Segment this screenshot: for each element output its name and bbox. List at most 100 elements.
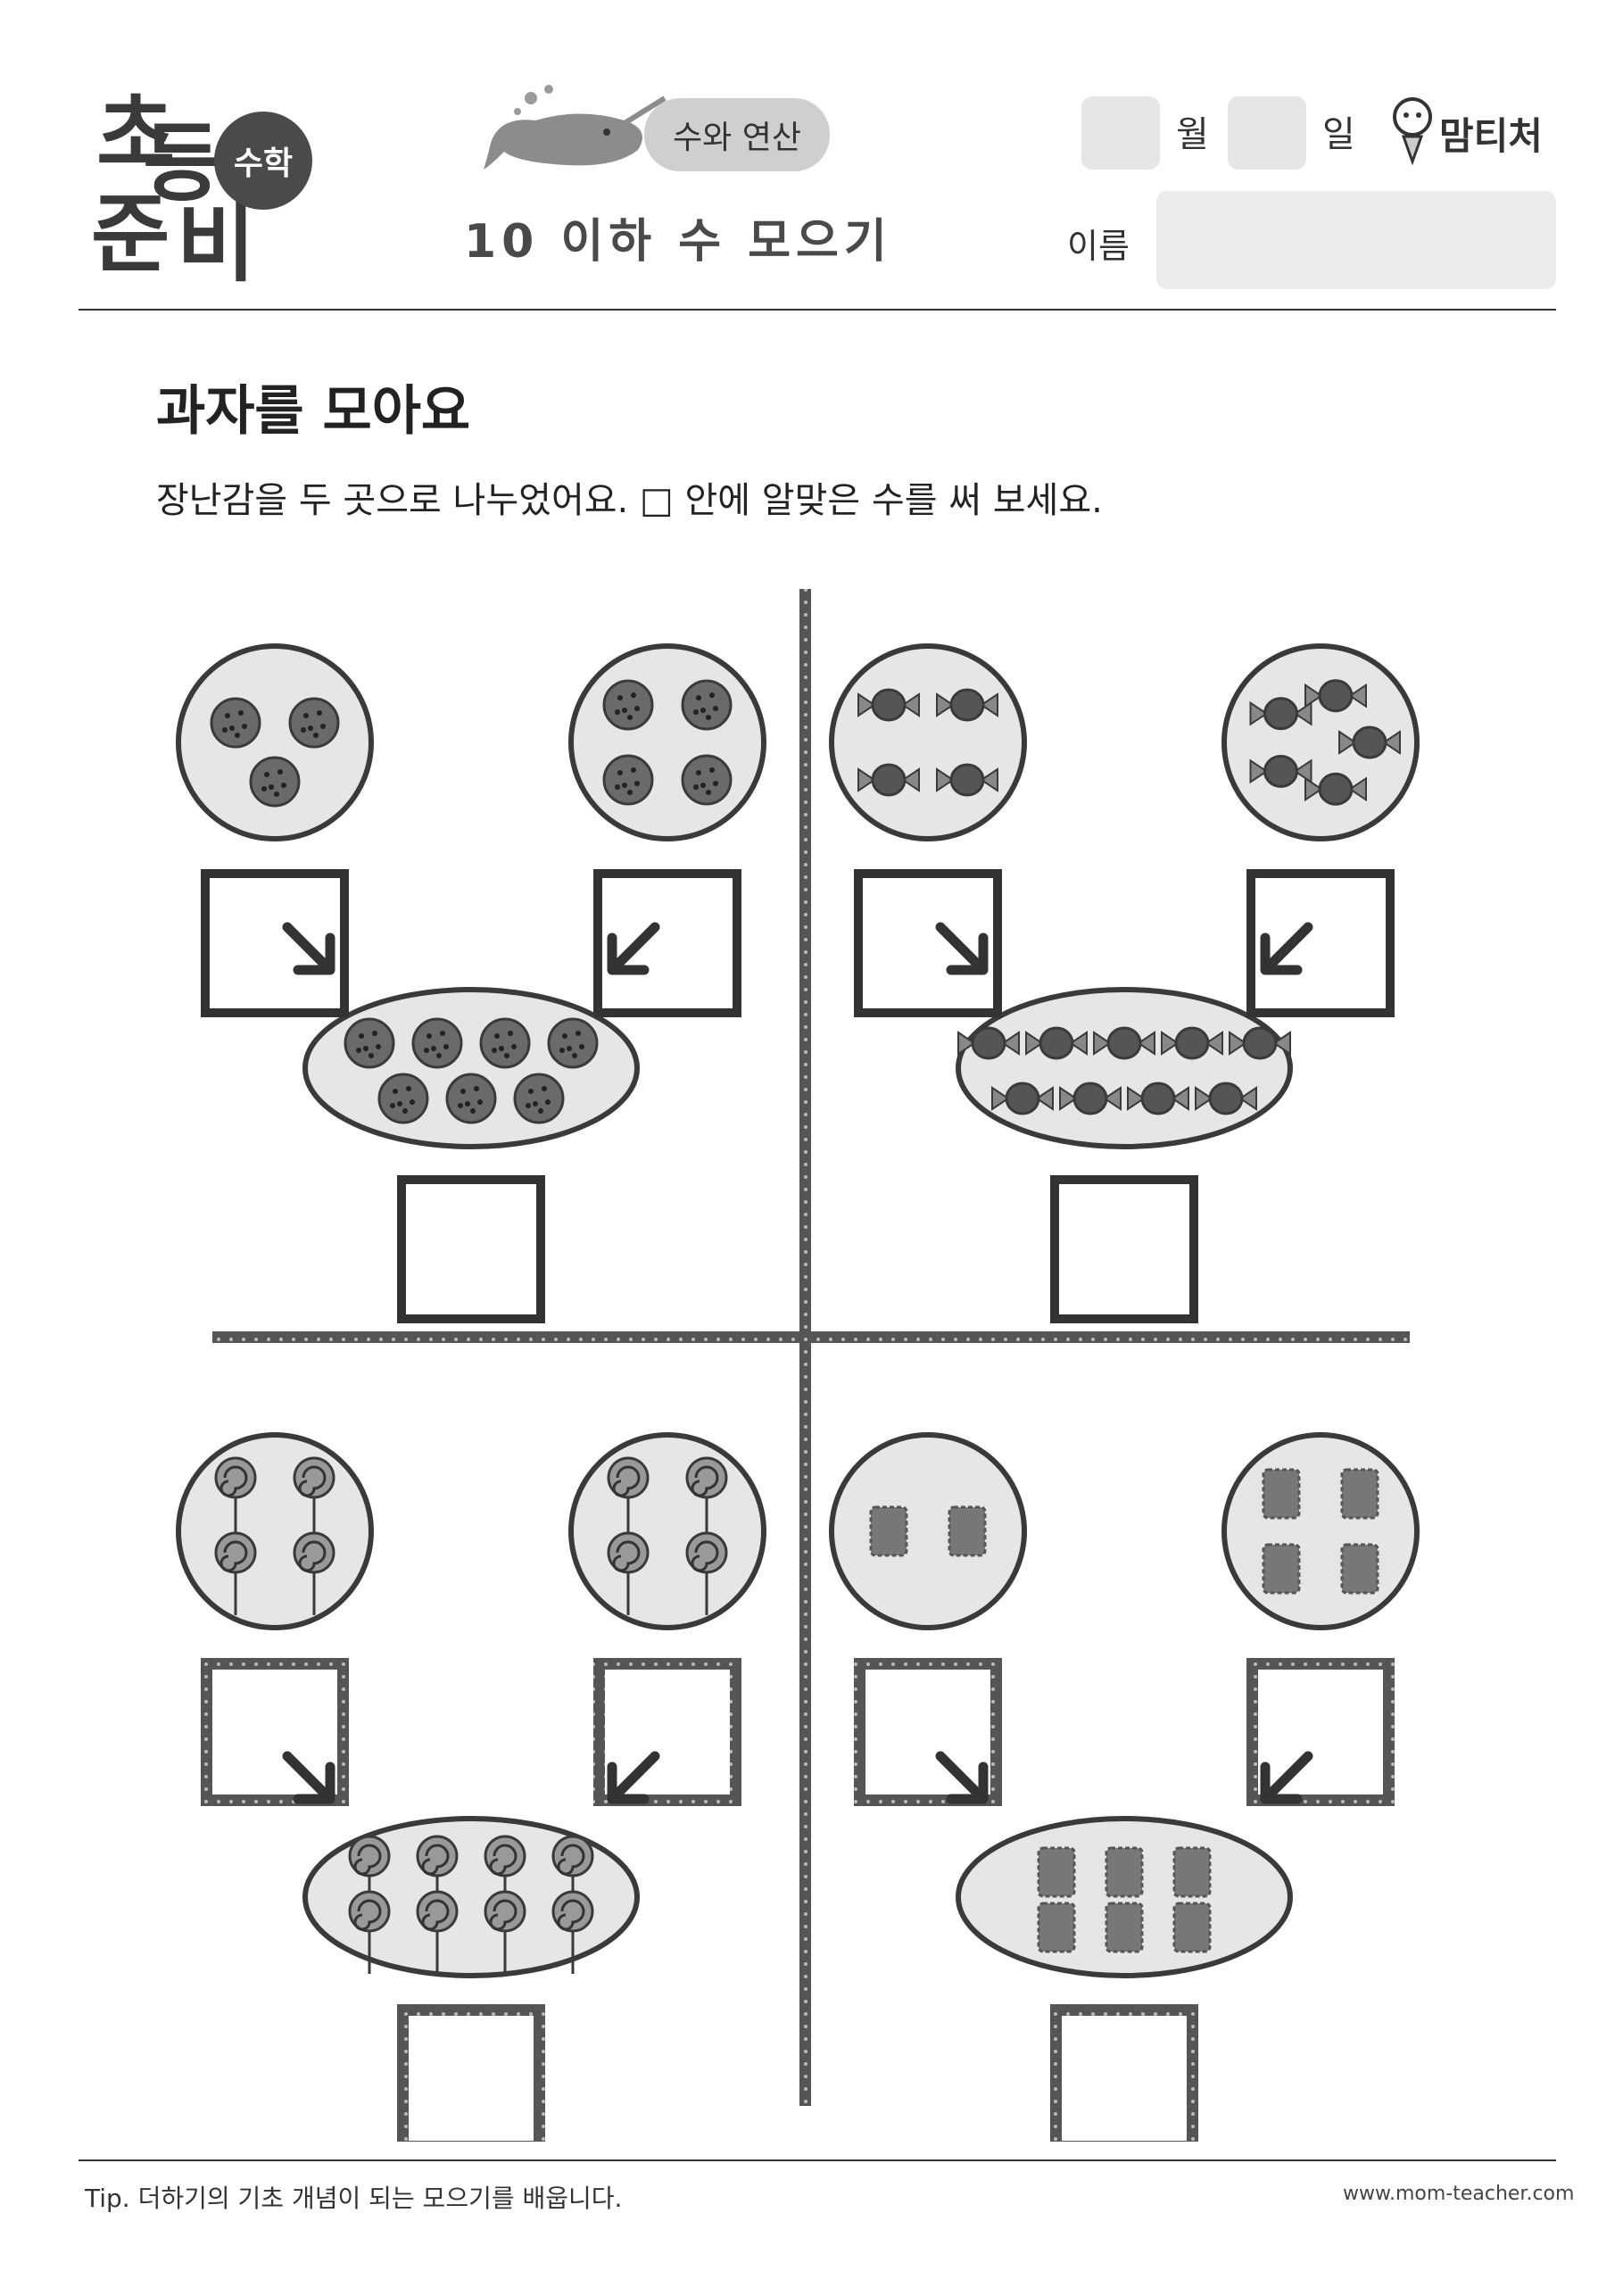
down-arrow-icon: [1262, 1751, 1313, 1803]
cookie-icon: [479, 1017, 531, 1069]
cracker-icon: [1105, 1846, 1144, 1898]
candy-icon: [1242, 1026, 1278, 1060]
cracker-icon: [1037, 1902, 1076, 1953]
down-arrow-icon: [293, 932, 335, 975]
answer-box-left[interactable]: [854, 869, 1002, 1017]
cracker-icon: [869, 1505, 908, 1557]
horizontal-divider: [212, 1331, 1410, 1343]
day-field[interactable]: [1228, 96, 1306, 170]
instruction-text: 장난감을 두 곳으로 나누었어요. □ 안에 알맞은 수를 써 보세요.: [156, 480, 1103, 521]
logo-char-1: 초: [96, 85, 176, 185]
cracker-icon: [1172, 1846, 1212, 1898]
problem-1: [176, 643, 766, 1149]
cookie-icon: [288, 697, 340, 749]
answer-box-right[interactable]: [593, 869, 741, 1017]
candy-icon: [1174, 1026, 1210, 1060]
lollipop-icon: [416, 1890, 459, 1933]
down-arrow-icon: [1262, 922, 1313, 974]
lollipop-icon: [607, 1531, 650, 1574]
footer-divider: [79, 2159, 1556, 2161]
header-divider: [79, 309, 1556, 311]
lollipop-icon: [484, 1890, 526, 1933]
group-circle-left: [829, 643, 1027, 841]
answer-box-left[interactable]: [201, 869, 349, 1017]
candy-icon: [1263, 754, 1299, 788]
cracker-icon: [948, 1505, 987, 1557]
worksheet-area: [176, 589, 1420, 2142]
brand-logo: 맘티처: [1387, 94, 1566, 165]
cookie-icon: [602, 754, 654, 806]
cracker-icon: [1262, 1468, 1301, 1520]
month-label: 월: [1176, 114, 1209, 155]
page-title: 과자를 모아요: [156, 380, 471, 443]
topic-badge: 수와 연산: [644, 98, 830, 171]
down-arrow-icon: [935, 922, 987, 974]
down-arrow-icon: [946, 1761, 989, 1804]
day-label: 일: [1322, 114, 1355, 155]
candy-icon: [871, 688, 907, 722]
candy-icon: [1072, 1082, 1108, 1115]
cracker-icon: [1105, 1902, 1144, 1953]
down-arrow-icon: [946, 932, 989, 975]
cookie-icon: [344, 1017, 395, 1069]
group-circle-right: [1221, 643, 1420, 841]
brand-name: 맘티처: [1439, 114, 1543, 158]
lollipop-icon: [685, 1531, 728, 1574]
candy-icon: [1208, 1082, 1244, 1115]
group-circle-right: [568, 643, 766, 841]
down-arrow-icon: [282, 922, 334, 974]
lollipop-icon: [551, 1890, 594, 1933]
group-circle-right: [568, 1432, 766, 1630]
footer-url: www.mom-teacher.com: [1343, 2183, 1575, 2205]
candy-icon: [949, 688, 985, 722]
cookie-icon: [602, 679, 654, 731]
lollipop-icon: [293, 1456, 335, 1499]
name-label: 이름: [1067, 227, 1130, 266]
lollipop-icon: [484, 1835, 526, 1877]
candy-icon: [871, 763, 907, 797]
cookie-icon: [681, 754, 733, 806]
problem-2: [829, 643, 1420, 1149]
name-field[interactable]: [1156, 191, 1556, 289]
pencil-mascot-icon: [1393, 97, 1432, 165]
cracker-icon: [1262, 1543, 1301, 1595]
combined-oval: [956, 987, 1293, 1149]
answer-box-total[interactable]: [1050, 1175, 1198, 1323]
whale-icon: [484, 85, 667, 170]
down-arrow-icon: [607, 1761, 650, 1804]
candy-icon: [1352, 725, 1387, 759]
down-arrow-icon: [282, 1751, 334, 1803]
candy-icon: [1106, 1026, 1142, 1060]
lollipop-icon: [214, 1531, 257, 1574]
answer-box-right[interactable]: [1246, 869, 1395, 1017]
down-arrow-icon: [293, 1761, 335, 1804]
cracker-icon: [1172, 1902, 1212, 1953]
candy-icon: [1263, 697, 1299, 731]
worksheet-subtitle: 10 이하 수 모으기: [464, 215, 892, 269]
cracker-icon: [1037, 1846, 1076, 1898]
candy-icon: [1318, 679, 1354, 713]
cookie-icon: [377, 1073, 429, 1124]
lollipop-icon: [685, 1456, 728, 1499]
lollipop-icon: [607, 1456, 650, 1499]
group-circle-left: [829, 1432, 1027, 1630]
vertical-divider: [799, 589, 811, 2106]
cookie-icon: [210, 697, 261, 749]
down-arrow-icon: [609, 1751, 660, 1803]
month-field[interactable]: [1081, 96, 1160, 170]
candy-icon: [1318, 772, 1354, 806]
lollipop-icon: [348, 1890, 391, 1933]
cookie-icon: [547, 1017, 599, 1069]
group-circle-left: [176, 1432, 374, 1630]
cookie-icon: [411, 1017, 463, 1069]
problem-3: [176, 1432, 766, 1978]
logo-char-4: 비: [177, 194, 256, 294]
candy-icon: [949, 763, 985, 797]
footer-tip: Tip. 더하기의 기초 개념이 되는 모으기를 배웁니다.: [85, 2184, 623, 2213]
lollipop-icon: [214, 1456, 257, 1499]
logo-char-2: 등: [143, 113, 222, 213]
problem-4: [829, 1432, 1420, 1978]
answer-box-total[interactable]: [397, 1175, 545, 1323]
candy-icon: [1005, 1082, 1040, 1115]
cookie-icon: [513, 1073, 565, 1124]
